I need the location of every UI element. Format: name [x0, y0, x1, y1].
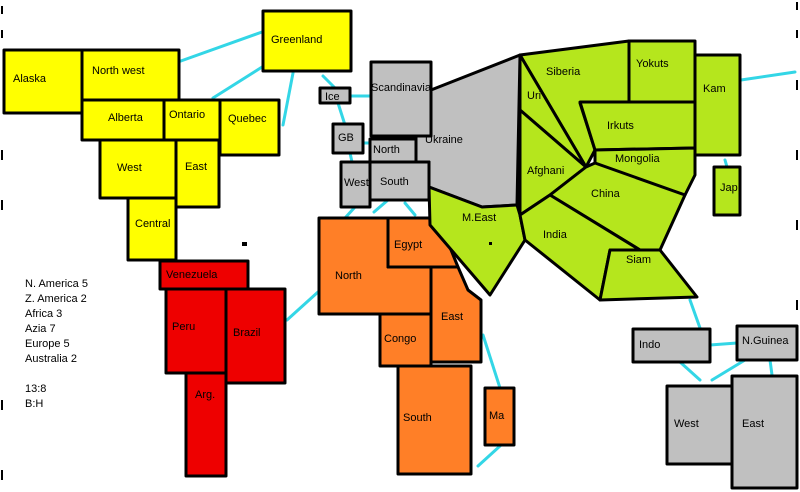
legend-south-america: Z. America 2: [25, 293, 87, 305]
bonus-legend: N. America 5 Z. America 2 Africa 3 Azia …: [25, 277, 88, 412]
ink-dot-2: [489, 242, 492, 245]
ink-dot: [242, 242, 247, 246]
territory-alberta[interactable]: [80, 98, 166, 142]
territory-indonesia[interactable]: [631, 327, 712, 364]
territory-kamchatka[interactable]: [693, 53, 742, 157]
continent-australia: Indo N.Guinea West East: [631, 324, 799, 490]
territory-east-us[interactable]: [174, 138, 221, 209]
territory-scandinavia[interactable]: [369, 60, 433, 138]
conn-quebec-greenland: [281, 71, 295, 127]
legend-australia: Australia 2: [25, 353, 77, 365]
legend-bh: B:H: [25, 398, 44, 410]
territory-madagascar[interactable]: [483, 386, 516, 447]
conn-iceland-gb: [336, 101, 347, 127]
conn-indo-newguinea: [708, 341, 739, 347]
territory-quebec[interactable]: [218, 98, 281, 157]
territory-irkutsk[interactable]: [578, 100, 697, 152]
connectors: [176, 30, 797, 468]
territory-west-us[interactable]: [98, 138, 178, 200]
map-border: [1, 2, 798, 480]
conn-greenland-iceland: [321, 74, 337, 90]
legend-north-america: N. America 5: [25, 278, 88, 290]
territory-siam[interactable]: [598, 248, 699, 302]
territory-ontario[interactable]: [162, 98, 222, 142]
territory-peru[interactable]: [164, 287, 228, 375]
territory-japan[interactable]: [712, 165, 742, 217]
territory-great-britain[interactable]: [331, 122, 365, 155]
conn-siam-indonesia: [688, 298, 702, 330]
legend-ratio: 13:8: [25, 383, 47, 395]
territory-west-europe[interactable]: [339, 160, 372, 209]
conn-south-northafrica: [372, 198, 390, 214]
territory-south-europe[interactable]: [368, 160, 431, 202]
conn-northwest-greenland: [176, 30, 264, 64]
territory-venezuela[interactable]: [158, 259, 250, 291]
territory-north-europe[interactable]: [368, 137, 418, 164]
conn-west-northafrica: [343, 205, 357, 220]
territory-greenland[interactable]: [261, 9, 353, 73]
territory-brazil[interactable]: [224, 287, 287, 385]
continent-north-america: Alaska North west Greenland Alberta Onta…: [2, 9, 353, 262]
conn-indo-west: [678, 360, 702, 382]
conn-newguinea-west: [710, 358, 747, 382]
legend-asia: Azia 7: [25, 323, 56, 335]
territory-new-guinea[interactable]: [735, 324, 799, 362]
territory-north-west[interactable]: [80, 48, 181, 102]
conn-madagascar-south: [476, 444, 502, 468]
legend-africa: Africa 3: [25, 308, 63, 320]
legend-spacer: [25, 367, 88, 382]
conn-brazil-northafrica: [285, 290, 320, 322]
territory-east-australia[interactable]: [730, 374, 799, 490]
conn-newguinea-east: [768, 358, 774, 377]
territory-yakutsk[interactable]: [627, 39, 697, 104]
continent-europe: Ice Scandinavia Ukraine GB North West So…: [318, 53, 522, 209]
conn-kamchatka-alaska: [739, 70, 797, 82]
territory-west-australia[interactable]: [665, 384, 734, 466]
territory-congo[interactable]: [378, 312, 433, 368]
territory-iceland[interactable]: [318, 86, 352, 105]
territory-south-africa[interactable]: [396, 364, 473, 476]
conn-south-egypt: [403, 201, 417, 217]
territory-alaska[interactable]: [2, 48, 84, 115]
territory-argentina[interactable]: [184, 371, 228, 478]
territory-east-africa[interactable]: [429, 265, 483, 364]
legend-europe: Europe 5: [25, 338, 70, 350]
territory-central[interactable]: [126, 196, 178, 262]
continent-africa: North Egypt East Congo South Ma: [317, 216, 516, 476]
conn-eastafrica-madagascar: [481, 333, 502, 390]
conn-ontario-greenland: [211, 60, 272, 100]
continent-south-america: Venezuela Peru Brazil Arg.: [158, 259, 287, 478]
